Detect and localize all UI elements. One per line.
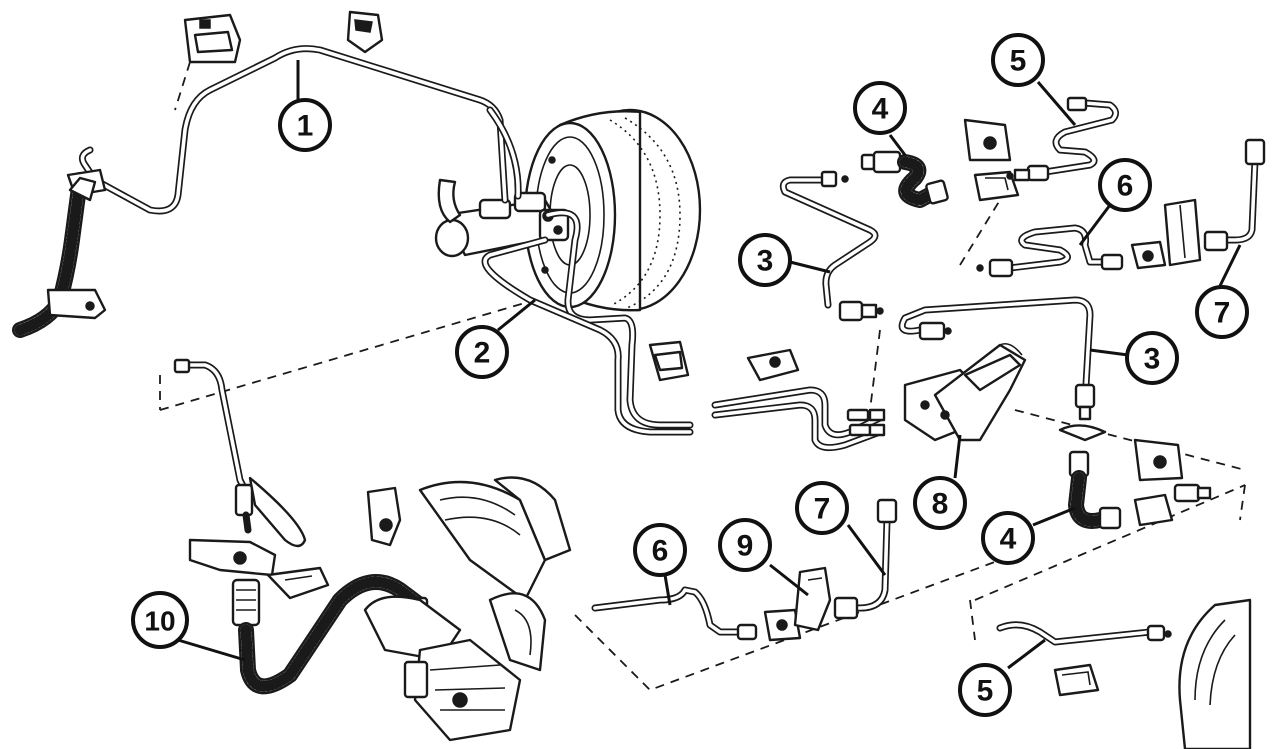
brake-line-3-upper: [779, 170, 884, 322]
mid-clips: [648, 340, 800, 382]
callout-3-right: 3: [1125, 331, 1179, 385]
callout-6-lower: 6: [633, 523, 687, 577]
brake-line-6-upper: [976, 198, 1202, 278]
top-clips: [183, 10, 384, 64]
bracket-9: [793, 566, 832, 632]
callout-8: 8: [913, 476, 967, 530]
flex-hose-10: [231, 574, 429, 695]
callout-label: 6: [652, 535, 669, 568]
proportioning-valve: [903, 342, 1027, 442]
callout-label: 4: [872, 93, 889, 126]
brake-line-6-lower: [591, 586, 802, 642]
flex-hose-7-lower: [833, 498, 898, 620]
callout-6-upper: 6: [1098, 158, 1152, 212]
callout-label: 3: [1144, 343, 1161, 376]
callout-4-lower: 4: [981, 511, 1035, 565]
brake-line-2: [481, 209, 694, 436]
bracket-upper: [963, 118, 1020, 202]
front-brake-assembly: [363, 476, 572, 742]
brake-line-5-upper: [1006, 96, 1119, 182]
callout-2: 2: [455, 325, 509, 379]
brake-line-3-right: [898, 296, 1096, 421]
brake-line-1: [78, 45, 522, 215]
callout-label: 8: [932, 488, 949, 521]
callout-label: 3: [757, 245, 774, 278]
callout-3-upper: 3: [738, 233, 792, 287]
callout-label: 5: [977, 675, 994, 708]
callout-label: 7: [1214, 297, 1231, 330]
flex-hose-7-upper: [1203, 138, 1266, 252]
callout-5-upper: 5: [991, 33, 1045, 87]
brake-line-5-lower: [996, 598, 1252, 749]
callout-1: 1: [278, 98, 332, 152]
flex-hose-4-lower: [1058, 424, 1212, 530]
flex-hose-4-upper: [860, 150, 949, 208]
callout-label: 1: [297, 110, 314, 143]
callout-7-lower: 7: [795, 481, 849, 535]
callout-label: 2: [474, 337, 491, 370]
callout-5-lower: 5: [958, 663, 1012, 717]
leader-lines: [177, 60, 1242, 670]
callout-label: 6: [1117, 170, 1134, 203]
callout-label: 4: [1000, 523, 1017, 556]
callout-label: 9: [737, 530, 754, 563]
callout-4-upper: 4: [853, 81, 907, 135]
front-right-line: [173, 358, 330, 600]
callout-label: 10: [144, 606, 175, 637]
front-left-hose: [12, 168, 107, 338]
callout-9: 9: [718, 518, 772, 572]
callout-7-upper: 7: [1195, 285, 1249, 339]
reference-dashed-lines: [159, 61, 1246, 692]
callout-label: 7: [814, 493, 831, 526]
callout-10: 10: [131, 591, 189, 649]
lines-to-valve: [711, 386, 886, 452]
callout-label: 5: [1010, 45, 1027, 78]
